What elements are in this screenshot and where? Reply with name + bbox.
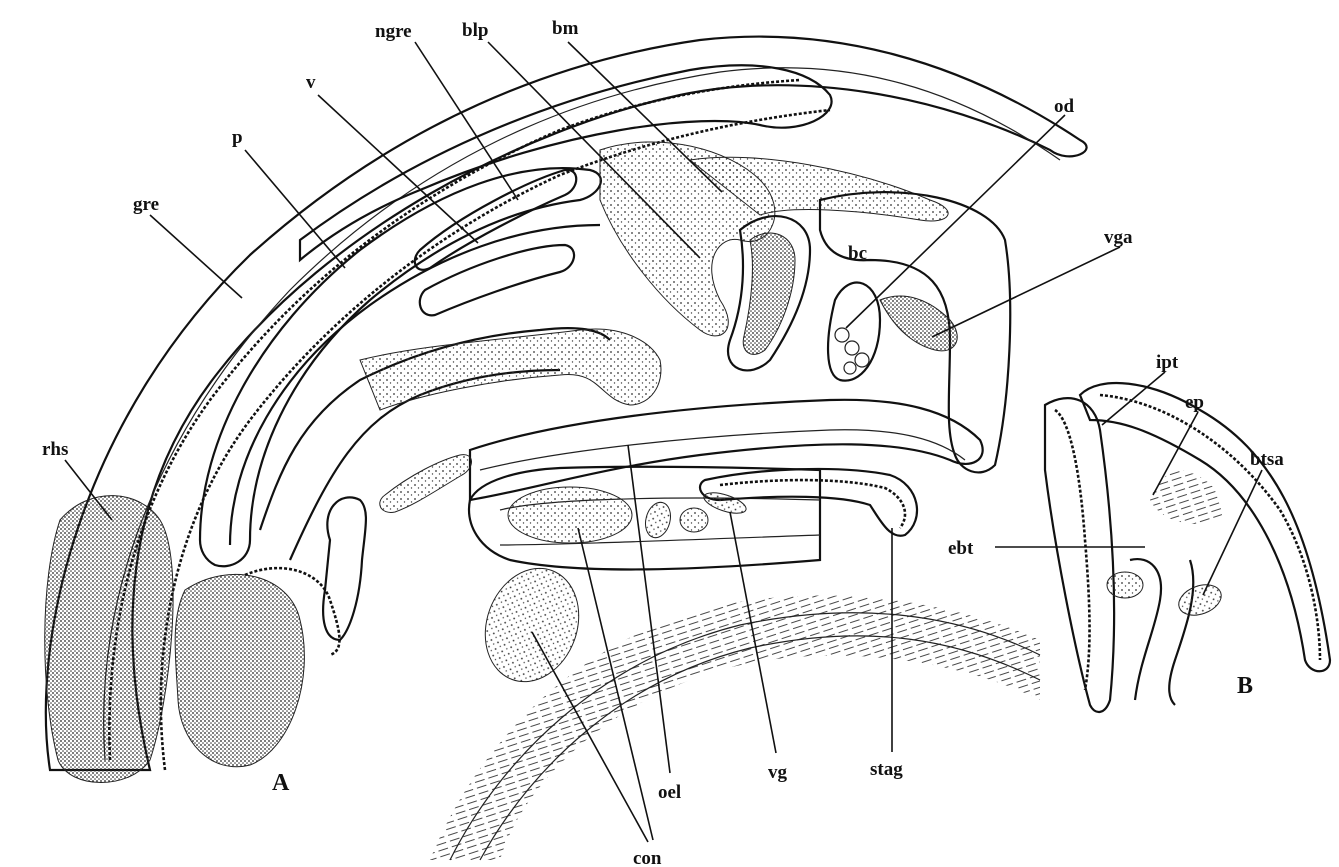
label-ipt: ipt (1156, 352, 1179, 373)
right-loop (323, 497, 366, 640)
ep-hatched (1150, 470, 1223, 524)
vg-cell-a (642, 500, 674, 541)
label-vga: vga (1104, 227, 1133, 248)
label-ep: ep (1185, 392, 1204, 413)
panel-label-a: A (272, 770, 290, 796)
panel-b-left-wall (1045, 398, 1114, 712)
con-body-upper (508, 487, 632, 543)
label-bc: bc (848, 243, 867, 264)
panel-b-right-wall (1080, 383, 1330, 671)
panel-a-drawing (45, 37, 1087, 860)
vesicle-lower (420, 245, 574, 315)
label-rhs: rhs (42, 439, 68, 460)
ventral-mass (175, 574, 304, 766)
vg-cell-b (680, 508, 708, 532)
label-p: p (232, 127, 243, 148)
label-bm: bm (552, 18, 579, 39)
label-btsa: btsa (1250, 449, 1284, 470)
left-sac (380, 455, 472, 513)
label-vg: vg (768, 762, 788, 783)
label-ebt: ebt (948, 538, 974, 559)
oviduct-cells (835, 328, 869, 374)
label-oel: oel (658, 782, 681, 803)
label-stag: stag (870, 759, 903, 780)
ebt-body (1107, 572, 1143, 598)
panel-label-b: B (1237, 673, 1253, 699)
label-od: od (1054, 96, 1075, 117)
label-gre: gre (133, 194, 159, 215)
label-con: con (633, 848, 662, 867)
vg-cell-c (702, 489, 749, 518)
label-v: v (306, 72, 316, 93)
inner-loop-fill (743, 233, 795, 354)
btsa-body (1175, 579, 1226, 620)
label-blp: blp (462, 20, 488, 41)
vesicle-upper (415, 170, 576, 270)
duct-upper-stippled (360, 329, 661, 410)
label-ngre: ngre (375, 21, 412, 42)
